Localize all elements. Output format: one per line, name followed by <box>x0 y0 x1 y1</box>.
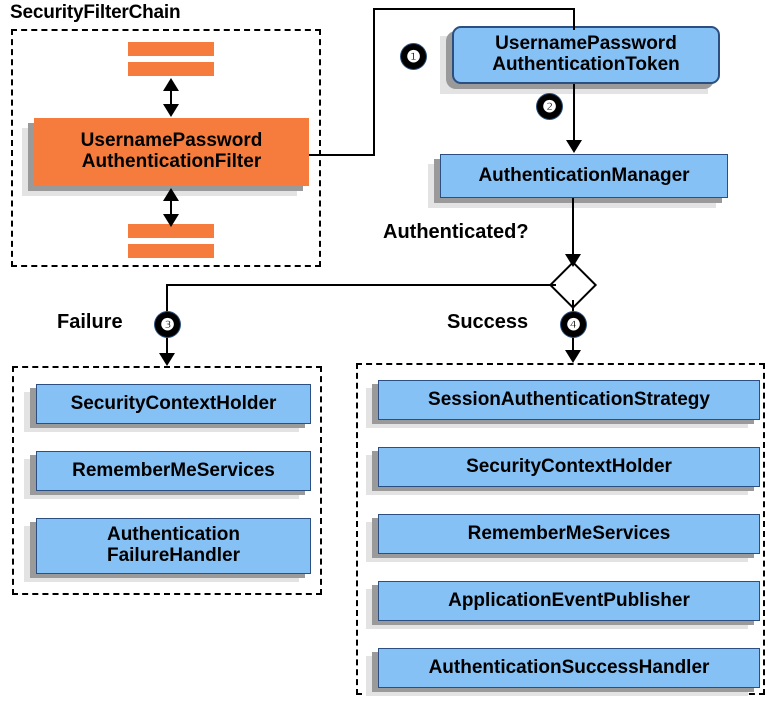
list-item-label: SecurityContextHolder <box>70 392 277 414</box>
list-item-failure-authentication-failure-handler[interactable]: Authentication FailureHandler <box>36 518 311 574</box>
label-authenticated-question: Authenticated? <box>383 221 529 243</box>
arrow-down-icon-success <box>565 350 581 363</box>
connector-filter-to-token-h2 <box>373 8 575 10</box>
node-username-password-authentication-token[interactable]: UsernamePassword AuthenticationToken <box>452 26 720 84</box>
list-item-label: Authentication FailureHandler <box>106 524 241 566</box>
filter-bar-bottom-2 <box>128 244 214 258</box>
filter-bar-top-2 <box>128 62 214 76</box>
connector-decision-to-failure-h <box>166 284 556 286</box>
list-item-label: RememberMeServices <box>467 522 671 544</box>
group-title-security-filter-chain: SecurityFilterChain <box>10 2 181 23</box>
badge-step-3: ❸ <box>155 312 180 337</box>
connector-filter-to-token-v <box>373 8 375 156</box>
list-item-success-remember-me-services[interactable]: RememberMeServices <box>378 514 760 554</box>
badge-step-2: ❷ <box>537 94 562 119</box>
node-username-password-authentication-filter[interactable]: UsernamePassword AuthenticationFilter <box>34 118 309 186</box>
node-authentication-manager[interactable]: AuthenticationManager <box>440 154 728 198</box>
group-security-filter-chain <box>11 29 321 267</box>
badge-step-4: ❹ <box>561 312 586 337</box>
connector-filter-to-token-h1 <box>309 154 375 156</box>
arrow-down-icon-top <box>163 104 179 117</box>
list-item-success-session-authentication-strategy[interactable]: SessionAuthenticationStrategy <box>378 380 760 420</box>
node-label: AuthenticationManager <box>478 164 690 186</box>
arrow-down-icon-to-manager <box>566 140 582 153</box>
label-success: Success <box>447 311 529 333</box>
arrow-up-icon-top <box>163 78 179 91</box>
arrow-down-icon-bottom <box>163 214 179 227</box>
list-item-label: SecurityContextHolder <box>466 455 672 477</box>
filter-bar-top-1 <box>128 42 214 56</box>
list-item-label: RememberMeServices <box>72 459 275 481</box>
list-item-success-security-context-holder[interactable]: SecurityContextHolder <box>378 447 760 487</box>
connector-token-entry <box>573 8 575 30</box>
node-label: UsernamePassword AuthenticationFilter <box>80 130 263 172</box>
connector-token-to-manager <box>573 84 575 147</box>
filter-chain-connector-bottom <box>170 192 172 220</box>
arrow-up-icon-bottom <box>163 188 179 201</box>
label-failure: Failure <box>57 311 123 333</box>
list-item-label: AuthenticationSuccessHandler <box>428 656 710 678</box>
list-item-label: SessionAuthenticationStrategy <box>428 388 710 410</box>
list-item-failure-security-context-holder[interactable]: SecurityContextHolder <box>36 384 311 424</box>
list-item-success-authentication-success-handler[interactable]: AuthenticationSuccessHandler <box>378 648 760 688</box>
group-failure-handlers <box>12 366 322 595</box>
list-item-label: ApplicationEventPublisher <box>448 589 690 611</box>
filter-chain-connector-top <box>170 84 172 110</box>
arrow-down-icon-failure <box>159 353 175 366</box>
node-label: UsernamePassword AuthenticationToken <box>492 33 680 75</box>
badge-step-1: ❶ <box>401 44 426 69</box>
arrow-down-icon-to-decision <box>565 254 581 267</box>
connector-manager-to-decision <box>572 198 574 260</box>
list-item-failure-remember-me-services[interactable]: RememberMeServices <box>36 451 311 491</box>
list-item-success-application-event-publisher[interactable]: ApplicationEventPublisher <box>378 581 760 621</box>
